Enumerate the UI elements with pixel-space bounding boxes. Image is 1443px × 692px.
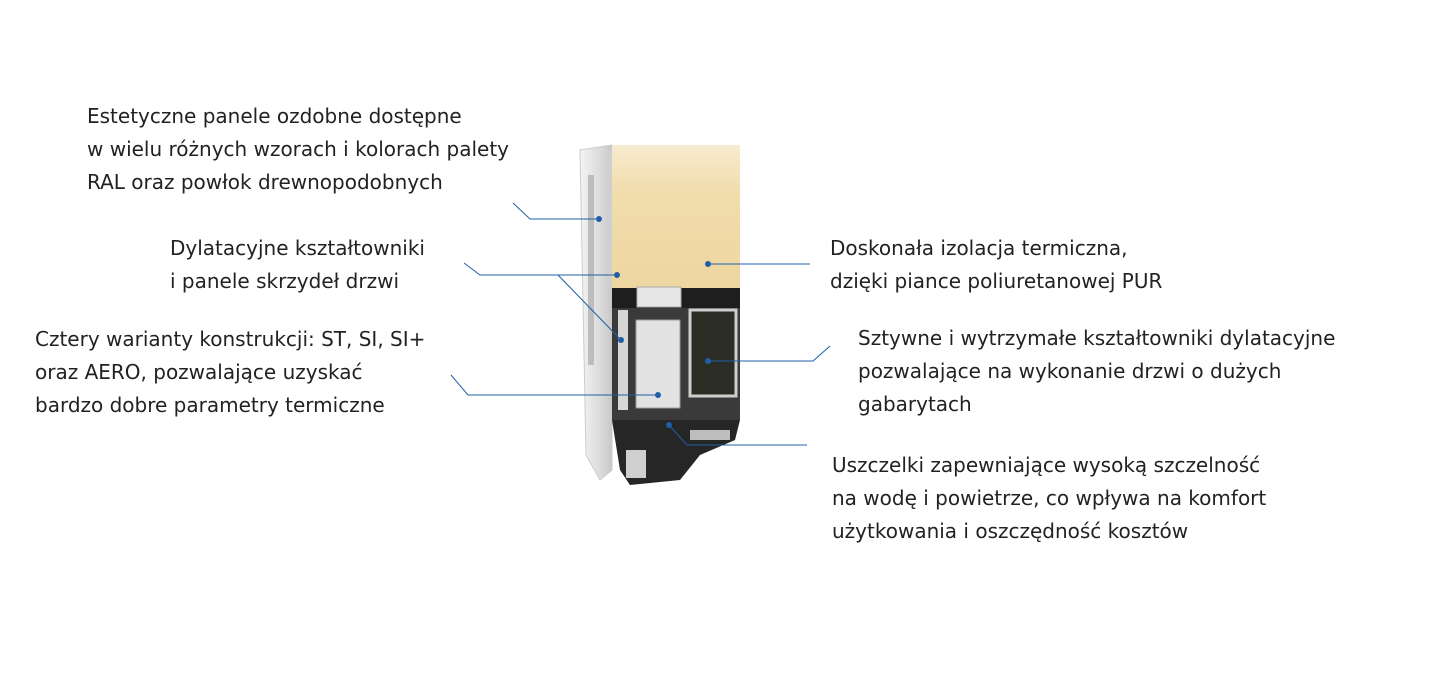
frame-profile: [612, 286, 740, 485]
callout-thermal-insulation: Doskonała izolacja termiczna, dzięki pia…: [830, 232, 1162, 298]
callout-expansion-profiles: Dylatacyjne kształtowniki i panele skrzy…: [170, 232, 425, 298]
callout-line: i panele skrzydeł drzwi: [170, 269, 399, 293]
callout-line: gabarytach: [858, 392, 972, 416]
callout-seals: Uszczelki zapewniające wysoką szczelność…: [832, 449, 1266, 548]
callout-construction-variants: Cztery warianty konstrukcji: ST, SI, SI+…: [35, 323, 425, 422]
leader-dots: [596, 216, 711, 428]
callout-line: Estetyczne panele ozdobne dostępne: [87, 104, 462, 128]
leader-lines: [450, 202, 831, 446]
callout-line: w wielu różnych wzorach i kolorach palet…: [87, 137, 509, 161]
pur-foam-core: [612, 145, 740, 288]
callout-line: RAL oraz powłok drewnopodobnych: [87, 170, 443, 194]
callout-line: oraz AERO, pozwalające uzyskać: [35, 360, 363, 384]
outer-panel: [579, 144, 616, 481]
callout-line: Uszczelki zapewniające wysoką szczelność: [832, 453, 1261, 477]
callout-line: na wodę i powietrze, co wpływa na komfor…: [832, 486, 1267, 510]
callout-line: użytkowania i oszczędność kosztów: [832, 519, 1189, 543]
callout-line: Sztywne i wytrzymałe kształtowniki dylat…: [858, 326, 1336, 350]
callout-line: Doskonała izolacja termiczna,: [830, 236, 1128, 260]
callout-line: bardzo dobre parametry termiczne: [35, 393, 385, 417]
callout-line: Cztery warianty konstrukcji: ST, SI, SI+: [35, 327, 426, 351]
callout-rigid-profiles: Sztywne i wytrzymałe kształtowniki dylat…: [858, 322, 1335, 421]
callout-decorative-panels: Estetyczne panele ozdobne dostępne w wie…: [87, 100, 509, 199]
callout-line: Dylatacyjne kształtowniki: [170, 236, 425, 260]
callout-line: pozwalające na wykonanie drzwi o dużych: [858, 359, 1282, 383]
callout-line: dzięki piance poliuretanowej PUR: [830, 269, 1163, 293]
